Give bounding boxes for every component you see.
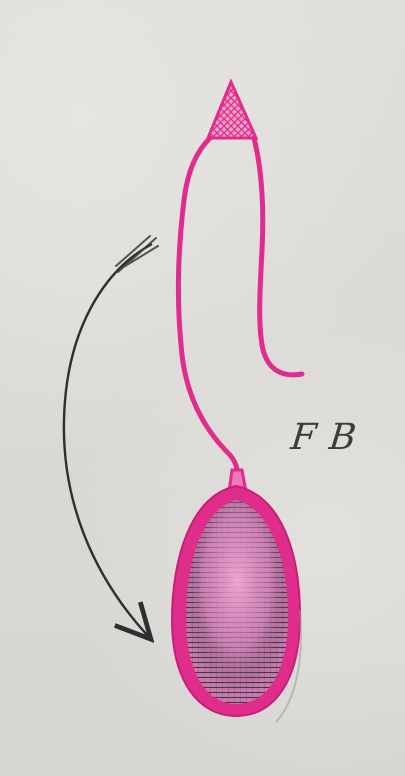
triangular-hatched-head-icon <box>208 82 256 138</box>
figure-label: F B <box>289 420 359 456</box>
oval-body <box>172 486 301 722</box>
filament-loop <box>178 138 302 478</box>
curved-arrow-icon <box>64 236 158 636</box>
